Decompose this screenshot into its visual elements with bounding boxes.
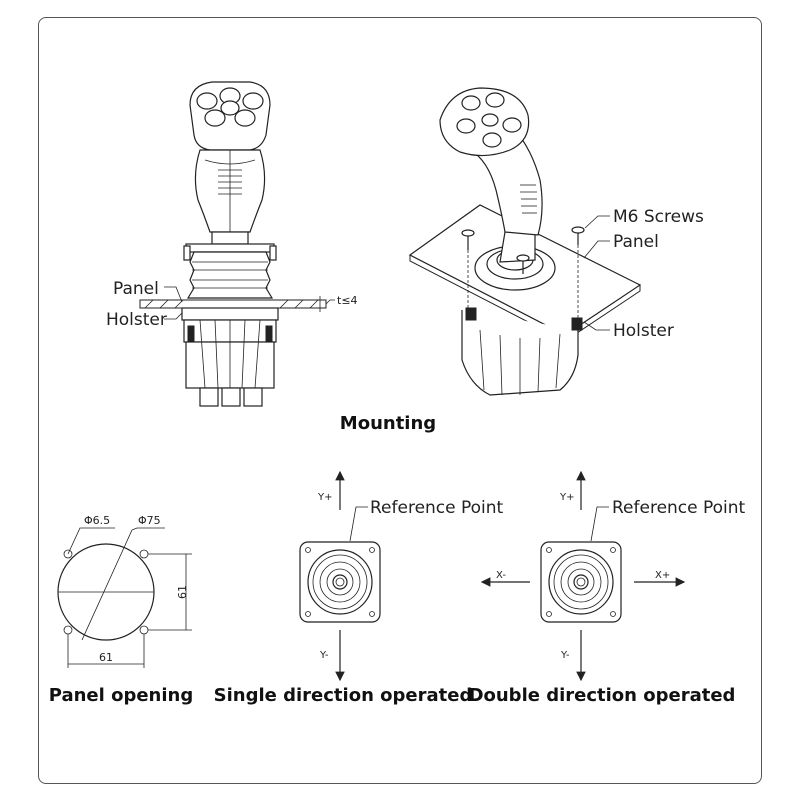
- iso-view-joystick: [408, 87, 642, 396]
- double-y-minus: Y-: [560, 650, 570, 661]
- drawing-frame: [38, 17, 762, 784]
- single-reference-label: Reference Point: [370, 498, 504, 518]
- double-direction-title: Double direction operated: [469, 685, 736, 706]
- iso-screws-label: M6 Screws: [613, 207, 704, 227]
- thickness-label: t≤4: [337, 294, 358, 307]
- hole-dia-label: Φ6.5: [84, 514, 110, 527]
- side-holster-label: Holster: [106, 310, 167, 330]
- double-reference-label: Reference Point: [612, 498, 746, 518]
- single-direction-drawing: [299, 470, 381, 682]
- cutout-dia-label: Φ75: [138, 514, 161, 527]
- screw-icon: [461, 226, 585, 274]
- mounting-title: Mounting: [340, 413, 436, 434]
- iso-holster-label: Holster: [613, 321, 674, 341]
- width-dim-label: 61: [99, 651, 113, 664]
- single-y-minus: Y-: [319, 650, 329, 661]
- panel-opening-drawing: [57, 527, 192, 668]
- height-dim-label: 61: [176, 585, 189, 599]
- single-y-plus: Y+: [317, 492, 333, 503]
- side-view-joystick: [139, 81, 335, 407]
- double-x-plus: X+: [655, 570, 670, 581]
- single-direction-title: Single direction operated: [214, 685, 473, 706]
- panel-opening-title: Panel opening: [49, 685, 193, 706]
- double-x-minus: X-: [496, 570, 506, 581]
- side-panel-label: Panel: [113, 279, 159, 299]
- iso-panel-label: Panel: [613, 232, 659, 252]
- double-y-plus: Y+: [559, 492, 575, 503]
- double-direction-drawing: [480, 470, 686, 682]
